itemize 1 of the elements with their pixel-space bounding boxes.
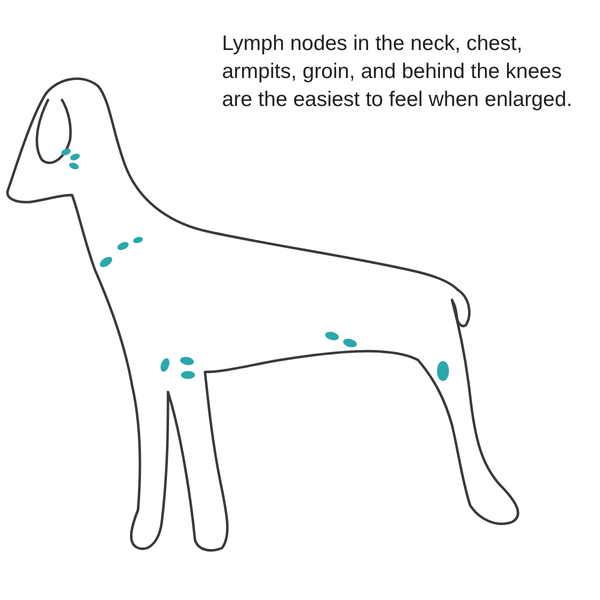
note-text: Lymph nodes in the neck, chest, armpits, groin, and behind the knees are the easiest to feel when enlarged. [222, 31, 574, 113]
